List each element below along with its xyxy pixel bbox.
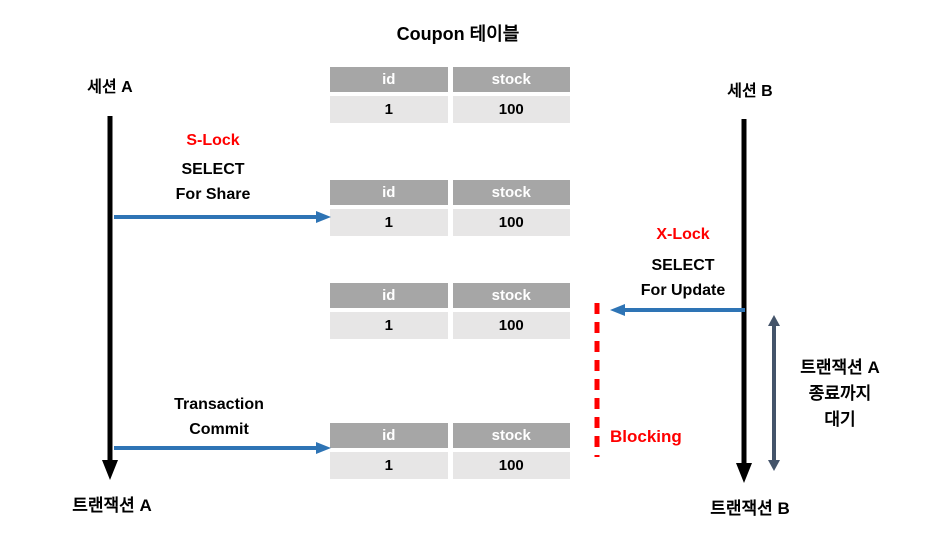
session-b-arrowhead-icon xyxy=(736,463,752,483)
coupon-table-snapshot-4: id stock 1 100 xyxy=(330,423,570,479)
session-b-lifeline xyxy=(736,119,752,485)
wait-range-arrowhead-bottom-icon xyxy=(768,460,780,471)
session-a-lifeline-arrow xyxy=(102,116,118,480)
commit-arrow-icon xyxy=(114,442,331,454)
cell-stock: 100 xyxy=(452,209,570,236)
table-row: 1 100 xyxy=(330,452,570,479)
table-header-id: id xyxy=(330,423,448,448)
table-header-id: id xyxy=(330,283,448,308)
table-header-stock: stock xyxy=(452,180,570,205)
blocking-dashed-line-icon xyxy=(594,303,600,457)
cell-stock: 100 xyxy=(452,96,570,123)
cell-id: 1 xyxy=(330,452,448,479)
wait-label-line2: 종료까지 xyxy=(808,384,872,403)
select-for-share-line2: For Share xyxy=(175,186,251,203)
transaction-commit-label: Transaction Commit xyxy=(144,392,294,442)
cell-id: 1 xyxy=(330,312,448,339)
table-header-id: id xyxy=(330,67,448,92)
session-b-lifeline-arrow xyxy=(736,119,752,483)
select-for-update-label: SELECT For Update xyxy=(608,253,758,303)
cell-stock: 100 xyxy=(452,452,570,479)
commit-arrowhead-icon xyxy=(316,442,331,454)
transaction-commit-line1: Transaction xyxy=(174,396,264,413)
wait-range-arrow-icon xyxy=(768,315,780,471)
table-header-stock: stock xyxy=(452,423,570,448)
x-lock-arrow xyxy=(608,302,746,318)
table-row: 1 100 xyxy=(330,209,570,236)
session-b-label: 세션 B xyxy=(727,83,773,100)
blocking-label: Blocking xyxy=(610,427,682,446)
select-for-update-line2: For Update xyxy=(640,282,726,299)
session-a-arrowhead-icon xyxy=(102,460,118,480)
wait-label-line3: 대기 xyxy=(824,410,856,429)
table-header-row: id stock xyxy=(330,423,570,448)
session-a-label: 세션 A xyxy=(87,79,133,96)
s-lock-arrow xyxy=(114,209,332,225)
table-header-row: id stock xyxy=(330,67,570,92)
wait-range-arrow xyxy=(766,313,782,473)
select-for-share-line1: SELECT xyxy=(181,161,245,178)
coupon-table-snapshot-2: id stock 1 100 xyxy=(330,180,570,236)
table-header-row: id stock xyxy=(330,180,570,205)
wait-label: 트랜잭션 A 종료까지 대기 xyxy=(780,355,900,433)
wait-range-arrowhead-top-icon xyxy=(768,315,780,326)
cell-stock: 100 xyxy=(452,312,570,339)
cell-id: 1 xyxy=(330,96,448,123)
coupon-table-snapshot-1: id stock 1 100 xyxy=(330,67,570,123)
table-header-stock: stock xyxy=(452,283,570,308)
coupon-table-snapshot-3: id stock 1 100 xyxy=(330,283,570,339)
table-header-stock: stock xyxy=(452,67,570,92)
x-lock-label: X-Lock xyxy=(656,226,710,243)
x-lock-arrow-icon xyxy=(610,304,745,316)
transaction-commit-line2: Commit xyxy=(189,421,249,438)
s-lock-arrow-icon xyxy=(114,211,331,223)
table-header-row: id stock xyxy=(330,283,570,308)
table-header-id: id xyxy=(330,180,448,205)
select-for-update-line1: SELECT xyxy=(651,257,715,274)
cell-id: 1 xyxy=(330,209,448,236)
x-lock-arrowhead-icon xyxy=(610,304,625,316)
s-lock-arrowhead-icon xyxy=(316,211,331,223)
s-lock-label: S-Lock xyxy=(186,132,240,149)
select-for-share-label: SELECT For Share xyxy=(138,157,288,207)
table-row: 1 100 xyxy=(330,96,570,123)
diagram-title: Coupon 테이블 xyxy=(396,24,520,44)
commit-arrow xyxy=(114,440,332,456)
wait-label-line1: 트랜잭션 A xyxy=(800,358,880,377)
table-row: 1 100 xyxy=(330,312,570,339)
blocking-dashed-line xyxy=(593,302,601,458)
transaction-b-label: 트랜잭션 B xyxy=(710,499,790,518)
session-a-lifeline xyxy=(102,116,118,482)
transaction-a-label: 트랜잭션 A xyxy=(72,496,152,515)
